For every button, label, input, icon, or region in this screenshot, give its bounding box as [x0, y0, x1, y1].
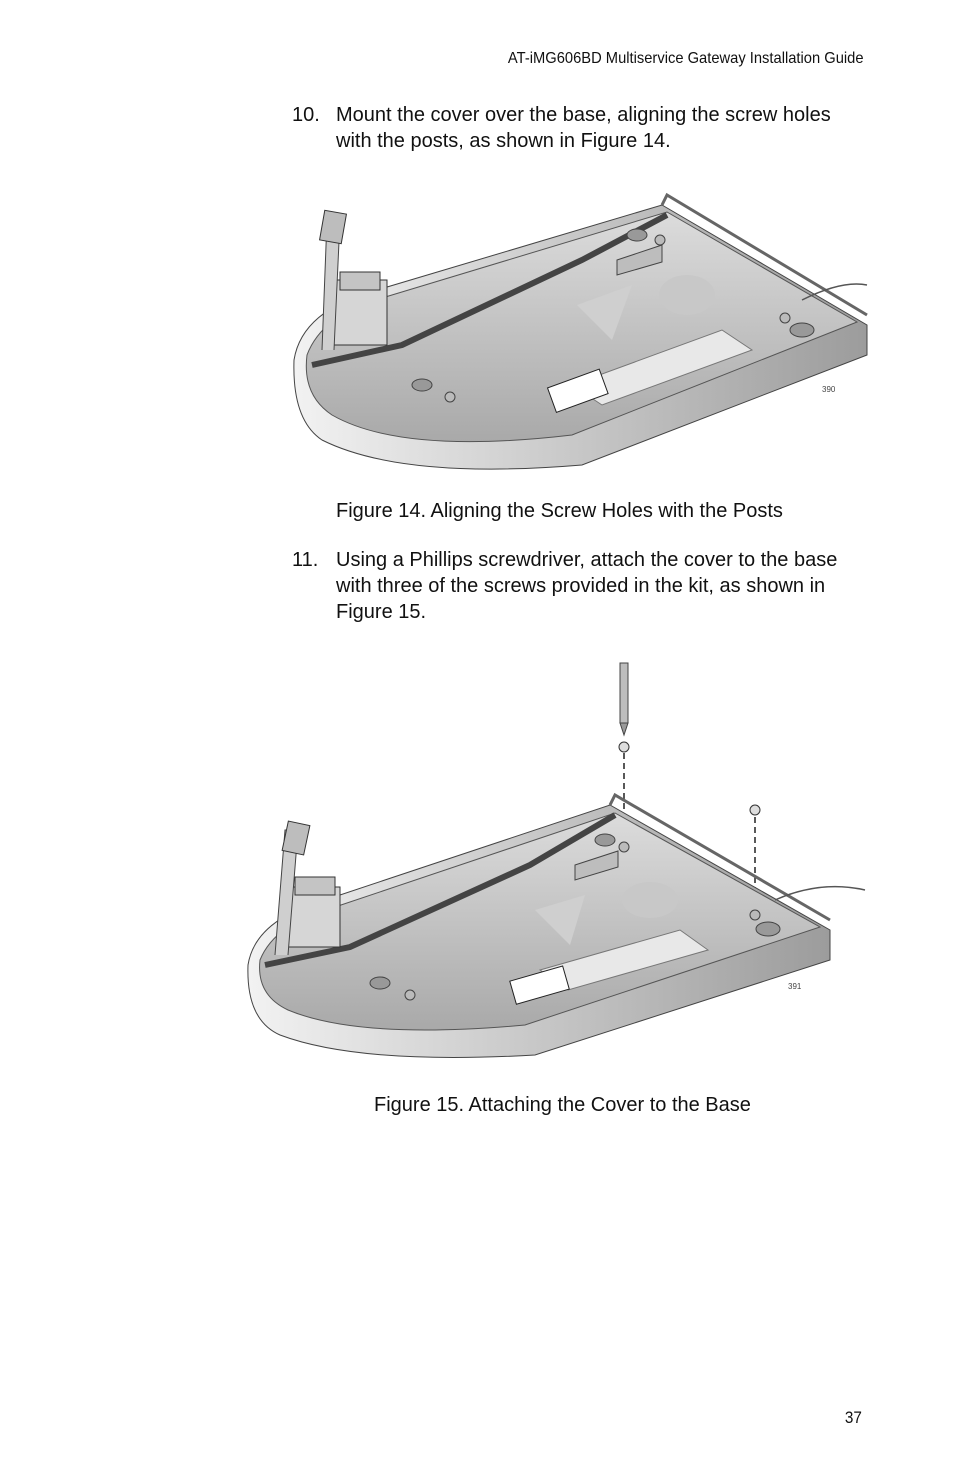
figure-14-caption: Figure 14. Aligning the Screw Holes with… [336, 500, 783, 522]
step-11: 11. Using a Phillips screwdriver, attach… [292, 547, 852, 625]
step-10: 10. Mount the cover over the base, align… [292, 102, 852, 154]
figure-15-illustration: 391 [247, 662, 866, 1058]
running-header: AT-iMG606BD Multiservice Gateway Install… [508, 50, 864, 67]
step-number: 11. [292, 549, 319, 571]
step-number: 10. [292, 104, 320, 126]
page-number: 37 [844, 1408, 862, 1427]
step-text: Using a Phillips screwdriver, attach the… [336, 549, 838, 623]
figure-id: 390 [822, 385, 836, 394]
step-text: Mount the cover over the base, aligning … [336, 104, 831, 152]
figure-15-caption: Figure 15. Attaching the Cover to the Ba… [374, 1094, 751, 1116]
figure-id: 391 [788, 982, 802, 991]
figure-14-illustration: 390 [293, 192, 868, 470]
